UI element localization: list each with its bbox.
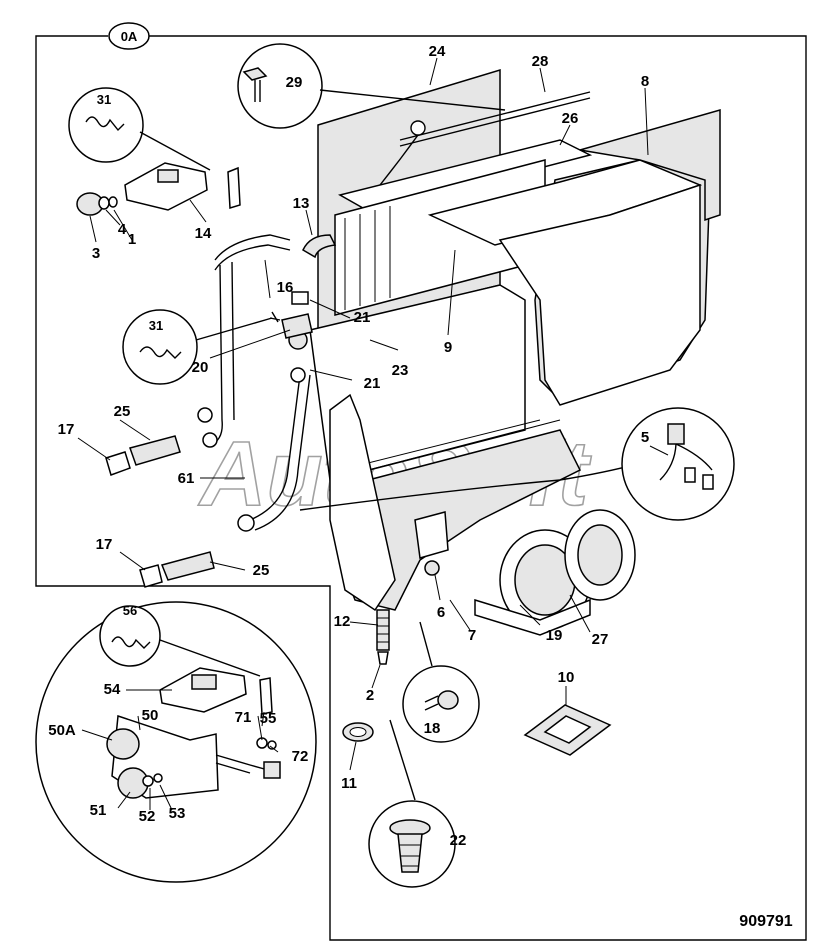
callout-24: 24: [429, 43, 446, 60]
heater-valve: [269, 311, 313, 339]
callout-29: 29: [286, 74, 303, 91]
callout-72: 72: [292, 748, 309, 765]
callout-7: 7: [468, 627, 476, 644]
callout-71: 71: [235, 709, 252, 726]
callout-labels: 24 28 8 26 29 31 14 1 4 3 13 16 21 9 31 …: [48, 43, 649, 849]
reference-number: 909791: [739, 913, 792, 930]
callout-11: 11: [341, 775, 357, 792]
callout-28: 28: [532, 53, 549, 70]
callout-2: 2: [366, 687, 374, 704]
callout-51: 51: [90, 802, 107, 819]
callout-17-b: 17: [96, 536, 113, 553]
hose-connector-lower: [139, 551, 215, 588]
callout-61: 61: [178, 470, 195, 487]
callout-6: 6: [437, 604, 445, 621]
foam-pad-hole: [543, 715, 592, 744]
callout-10: 10: [558, 669, 575, 686]
callout-23: 23: [392, 362, 409, 379]
callout-14: 14: [195, 225, 212, 242]
callout-21-b: 21: [364, 375, 381, 392]
callout-25-b: 25: [253, 562, 270, 579]
detail-screw-18: [402, 621, 480, 743]
callout-9: 9: [444, 339, 452, 356]
heater-box: [309, 68, 721, 612]
callout-53: 53: [169, 805, 186, 822]
callout-1: 1: [128, 231, 136, 248]
callout-22: 22: [450, 832, 467, 849]
callout-18: 18: [424, 720, 441, 737]
callout-55: 55: [260, 710, 277, 727]
callout-20: 20: [192, 359, 209, 376]
leader-lines: [77, 57, 669, 811]
detail-screw-29: [237, 43, 506, 129]
callout-8: 8: [641, 73, 649, 90]
callout-27: 27: [592, 631, 609, 648]
callout-4: 4: [118, 221, 127, 238]
detail-clip-31-mid: [122, 309, 273, 385]
callout-19: 19: [546, 627, 563, 644]
callout-12: 12: [334, 613, 351, 630]
callout-31-mid: 31: [149, 318, 163, 333]
wiring-harness: [299, 459, 651, 511]
detail-control-panel: [35, 601, 317, 883]
hose-connector-upper: [105, 407, 218, 476]
callout-3: 3: [92, 245, 100, 262]
control-rod: [379, 91, 591, 186]
callout-54: 54: [104, 681, 121, 698]
hose-elbow: [302, 234, 337, 259]
blower-motor: [474, 509, 636, 636]
drain-tube: [376, 609, 390, 665]
detail-connector-5: [621, 407, 735, 521]
callout-56: 56: [123, 603, 137, 618]
callout-31-top: 31: [97, 92, 111, 107]
hose-clip: [291, 291, 309, 305]
callout-13: 13: [293, 195, 310, 212]
detail-grommet-22: [368, 719, 456, 888]
svg-text:0A: 0A: [121, 29, 138, 44]
callout-50a: 50A: [48, 722, 76, 739]
detail-clip-31-top: [68, 87, 211, 171]
callout-25-a: 25: [114, 403, 131, 420]
control-unit-top: [76, 162, 241, 216]
callout-5: 5: [641, 429, 649, 446]
callout-26: 26: [562, 110, 579, 127]
callout-50: 50: [142, 707, 159, 724]
callout-21-a: 21: [354, 309, 371, 326]
resistor-pack: [414, 511, 449, 576]
section-badge: 0A: [108, 22, 150, 50]
diagram-frame: [35, 35, 807, 941]
callout-16: 16: [277, 279, 294, 296]
callout-17-a: 17: [58, 421, 75, 438]
callout-52: 52: [139, 808, 156, 825]
